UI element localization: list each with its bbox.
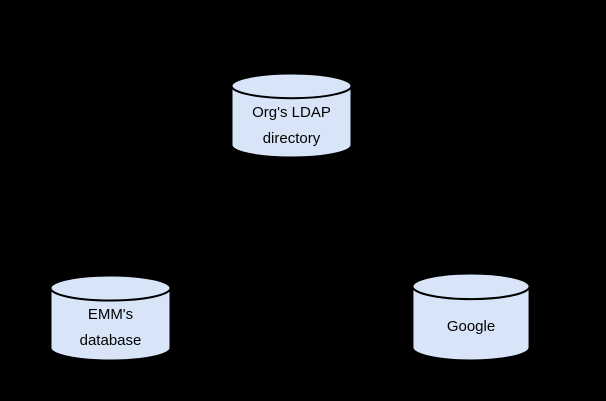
- node-label-emms-database: EMM's database: [79, 306, 142, 349]
- node-orgs-ldap-directory: Org's LDAP directory: [230, 72, 353, 159]
- cylinder-top: [49, 274, 172, 302]
- cylinder-top: [411, 272, 531, 301]
- node-label-orgs-ldap-directory: Org's LDAP directory: [252, 103, 331, 147]
- node-label-google: Google: [446, 318, 496, 335]
- node-google: Google: [411, 272, 531, 362]
- cylinder-body: [49, 287, 172, 362]
- node-emms-database: EMM's database: [49, 274, 172, 362]
- database-cylinder-icon: [411, 272, 531, 362]
- cylinder-body: [230, 84, 353, 159]
- database-cylinder-icon: [230, 72, 353, 159]
- cylinder-body: [411, 285, 531, 362]
- cylinder-top: [230, 72, 353, 100]
- database-cylinder-icon: [49, 274, 172, 362]
